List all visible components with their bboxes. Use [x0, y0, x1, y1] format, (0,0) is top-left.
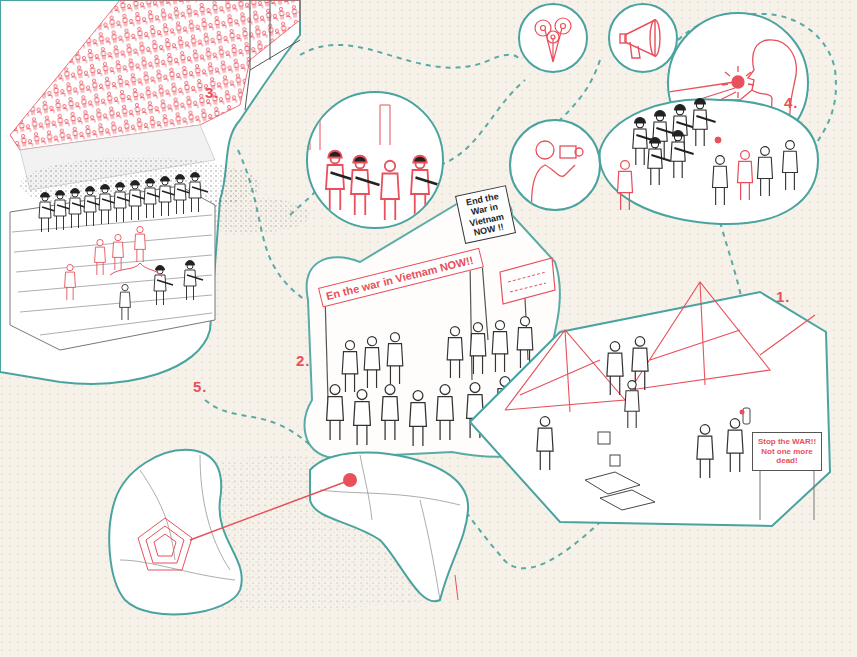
- sign-text: Stop the WAR!! Not one more dead!: [757, 437, 817, 466]
- callout-number: 3.: [205, 84, 220, 101]
- callout-number: 1.: [776, 288, 791, 305]
- protesters-on-stairs: [65, 226, 162, 320]
- sign-text: En the war in Vietnam NOW!!: [325, 253, 477, 302]
- callout-number: 4.: [784, 94, 799, 111]
- soldiers-vignette: [307, 92, 443, 228]
- callout-number: 5.: [193, 378, 208, 395]
- sign-text: End the War in Vietnam NOW !!: [460, 190, 512, 240]
- sign-board: Stop the WAR!! Not one more dead!: [752, 432, 822, 471]
- confrontation-area: [600, 99, 818, 225]
- megaphone-vignette: [609, 4, 677, 72]
- pentagon-plaza: [0, 0, 310, 384]
- callout-number: 2.: [296, 352, 311, 369]
- protest-banner: En the war in Vietnam NOW!!: [318, 248, 484, 308]
- site-map: [109, 450, 468, 615]
- small-placard: [500, 258, 555, 304]
- protest-placard: End the War in Vietnam NOW !!: [455, 185, 516, 244]
- photographer-vignette: [510, 120, 600, 215]
- flowers-vignette: [519, 4, 587, 72]
- tent: [505, 282, 815, 412]
- camp-area: [470, 282, 830, 526]
